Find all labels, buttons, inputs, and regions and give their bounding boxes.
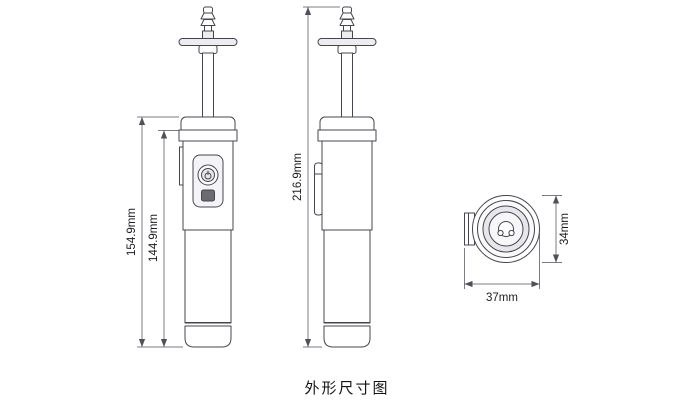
nozzle-collar bbox=[202, 30, 214, 40]
nozzle-barb bbox=[200, 12, 216, 20]
dim-label-top-height: 34mm bbox=[559, 213, 571, 245]
dim-label-front-outer: 154.9mm bbox=[126, 208, 138, 256]
bottom-cap bbox=[184, 325, 232, 348]
nozzle-barb bbox=[200, 19, 216, 26]
indicator-window bbox=[201, 189, 215, 202]
front-dimensions bbox=[137, 116, 183, 348]
flange-hub bbox=[198, 45, 218, 54]
top-view: 34mm 37mm bbox=[464, 195, 571, 304]
upper-housing bbox=[321, 140, 373, 231]
head-lip bbox=[317, 129, 377, 142]
top-flange-disc bbox=[178, 38, 238, 46]
contact-hole bbox=[497, 229, 504, 237]
dim-label-front-inner: 144.9mm bbox=[148, 214, 160, 262]
body-tube bbox=[184, 229, 232, 324]
side-dimensions bbox=[303, 6, 340, 348]
side-body bbox=[314, 116, 377, 348]
dim-label-side-overall: 216.9mm bbox=[292, 153, 304, 201]
nozzle-stem bbox=[317, 6, 377, 119]
front-view: 154.9mm 144.9mm bbox=[126, 6, 238, 348]
nozzle-stem bbox=[178, 6, 238, 119]
front-body bbox=[178, 116, 238, 348]
side-view: 216.9mm bbox=[292, 6, 377, 348]
head-lip bbox=[178, 129, 238, 142]
nozzle-tip bbox=[203, 6, 213, 14]
contact-hole bbox=[508, 229, 515, 237]
plunger-shaft bbox=[202, 52, 214, 119]
belt-clip bbox=[314, 162, 323, 216]
body-tube bbox=[323, 229, 371, 324]
drawing-title: 外形尺寸图 bbox=[304, 380, 389, 397]
bottom-cap bbox=[323, 325, 371, 348]
dim-label-top-width: 37mm bbox=[486, 292, 518, 304]
top-body bbox=[464, 195, 540, 263]
top-dimensions bbox=[464, 195, 562, 289]
